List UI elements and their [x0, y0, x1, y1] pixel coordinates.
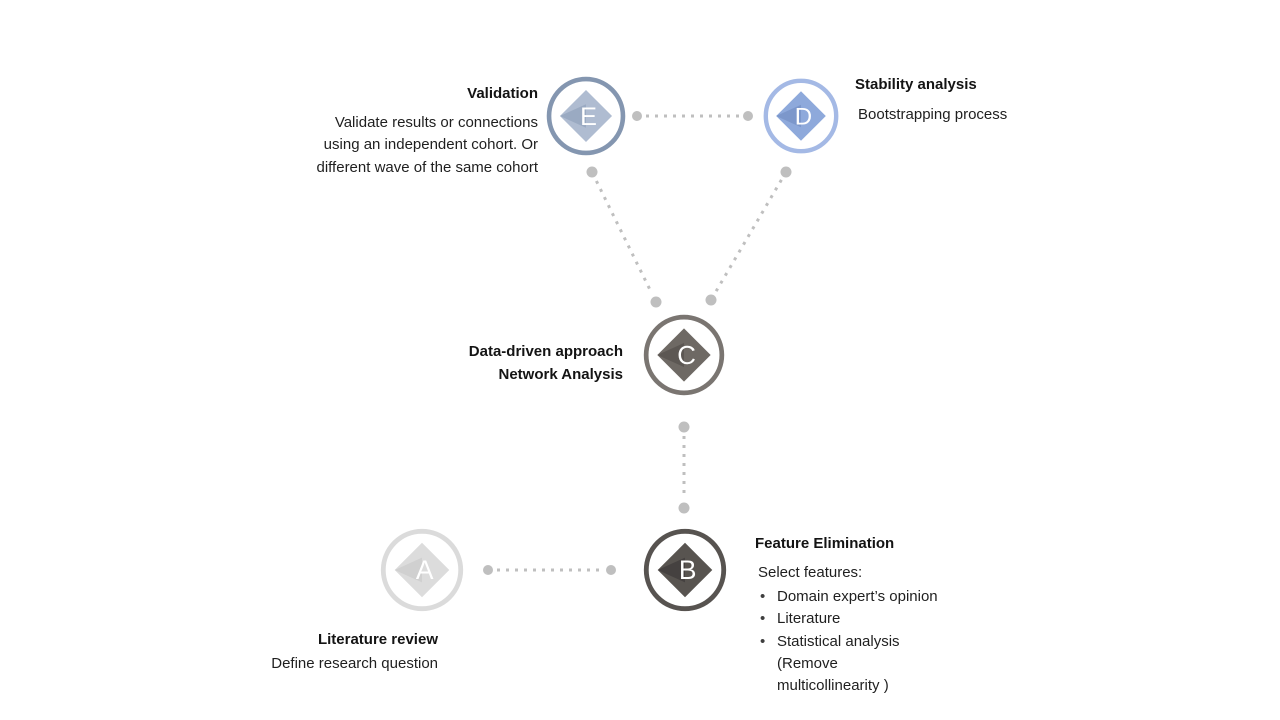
- stability-title: Stability analysis: [855, 76, 977, 93]
- node-a-diamond-fold: [394, 557, 422, 583]
- connector-e-c: [586, 166, 662, 308]
- feature-bullet-item: Statistical analysis (Remove multicollin…: [758, 631, 985, 698]
- node-d: D: [761, 76, 841, 156]
- literature-review-description: Define research question: [271, 654, 438, 672]
- node-e-diamond-fold: [559, 104, 586, 128]
- feature-intro: Select features:: [758, 563, 863, 581]
- feature-elimination-title: Feature Elimination: [755, 535, 895, 552]
- feature-elimination-label: Feature Elimination Select features: Dom…: [755, 533, 985, 697]
- literature-review-label: Literature review Define research questi…: [218, 629, 438, 675]
- connector-d-c: [705, 166, 792, 306]
- node-a-letter: A: [416, 555, 434, 585]
- node-c-diamond-fold: [657, 342, 684, 368]
- connector-e-d: [632, 111, 753, 121]
- node-c-diamond: [657, 328, 711, 382]
- connector-a-b: [483, 565, 616, 575]
- node-d-letter: D: [795, 103, 812, 130]
- stability-label: Stability analysis Bootstrapping process: [855, 74, 1115, 126]
- validation-description: Validate results or connections using an…: [316, 113, 538, 176]
- node-e: E: [544, 74, 628, 158]
- feature-bullet-list: Domain expert’s opinion Literature Stati…: [755, 586, 985, 697]
- node-c-letter: C: [677, 342, 696, 370]
- node-e-letter: E: [580, 103, 597, 131]
- node-b: B: [641, 526, 729, 614]
- literature-review-title: Literature review: [317, 631, 438, 648]
- feature-bullet-item: Literature: [758, 608, 985, 631]
- validation-label: Validation Validate results or connectio…: [262, 83, 538, 179]
- data-driven-title: Data-driven approach Network Analysis: [468, 343, 623, 383]
- node-d-diamond-fold: [776, 104, 801, 128]
- node-c: C: [641, 312, 727, 398]
- validation-title: Validation: [467, 85, 538, 102]
- connector-c-b: [678, 421, 690, 514]
- feature-bullet-item: Domain expert’s opinion: [758, 586, 985, 609]
- node-a: A: [378, 526, 466, 614]
- stability-description: Bootstrapping process: [858, 105, 1008, 123]
- node-b-letter: B: [679, 555, 697, 585]
- node-b-diamond-fold: [657, 557, 685, 583]
